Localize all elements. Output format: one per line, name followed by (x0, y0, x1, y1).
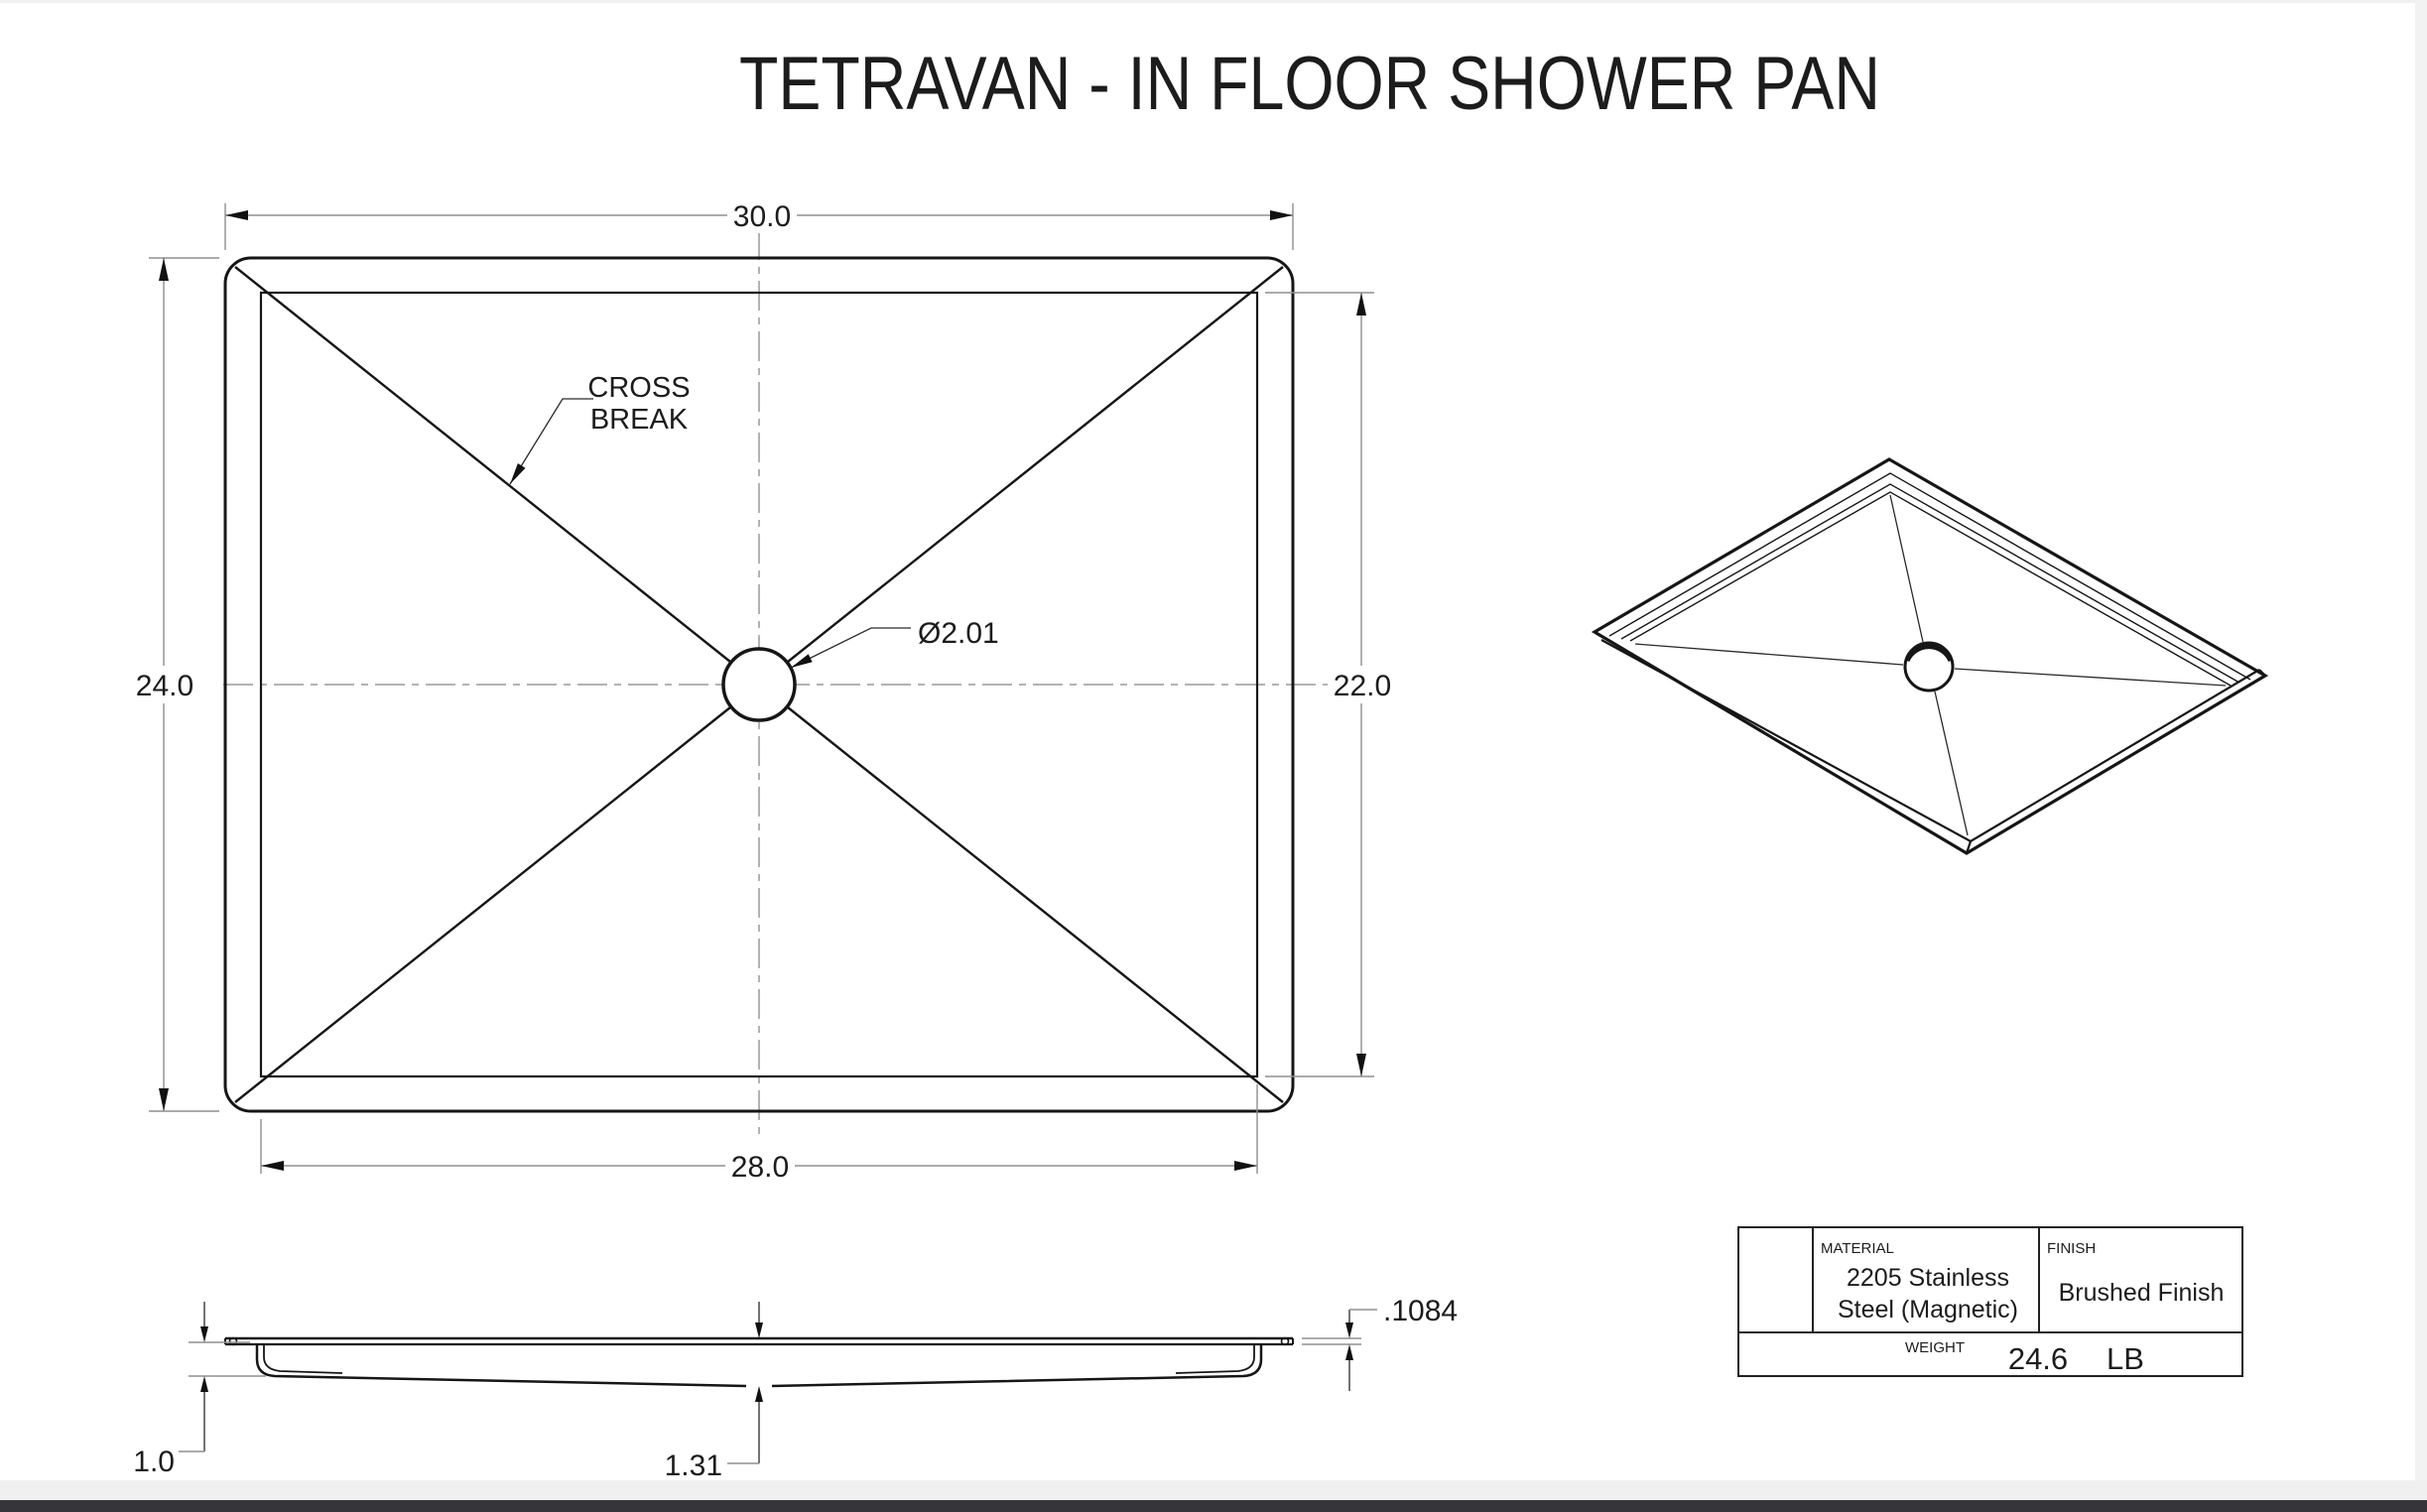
dimension-edge-depth: 1.0 (133, 1302, 266, 1478)
page-title: TETRAVAN - IN FLOOR SHOWER PAN (739, 42, 1880, 126)
window-bottom-bar (0, 1500, 2427, 1512)
iso-drain-edge-arc (1904, 644, 1954, 663)
cross-break-diagonal-bl (234, 706, 731, 1103)
dim-24-text: 24.0 (136, 670, 193, 702)
iso-rim-line-3 (1629, 491, 2232, 687)
dimension-thickness: .1084 (1302, 1295, 1458, 1391)
sheet-top-edge (0, 0, 2427, 3)
dim-thickness-text: .1084 (1383, 1295, 1458, 1327)
dim-edge-depth-text: 1.0 (133, 1446, 175, 1478)
dim-28-text: 28.0 (731, 1151, 789, 1184)
flange-left-roll (228, 1336, 238, 1346)
left-wall-inner (263, 1344, 343, 1374)
iso-fold-top (1889, 494, 1924, 643)
iso-bottom-tip-edge (1965, 840, 1973, 854)
iso-drain-circle (1903, 641, 1955, 693)
iso-fold-right (1954, 668, 2227, 687)
dim-center-depth-text: 1.31 (665, 1449, 722, 1482)
isometric-view (1591, 457, 2269, 855)
dimension-24: 24.0 (132, 257, 219, 1112)
finish-label: FINISH (2047, 1240, 2096, 1257)
material-label: MATERIAL (1821, 1240, 1894, 1257)
right-wall-outer (771, 1344, 1263, 1388)
dimension-30: 30.0 (224, 197, 1294, 250)
dimension-center-depth: 1.31 (665, 1302, 763, 1482)
top-view: 30.0 24.0 22.0 (132, 197, 1396, 1184)
iso-rim-line-1 (1608, 472, 2251, 681)
right-wall-inner (1175, 1344, 1255, 1374)
dim-30-text: 30.0 (733, 200, 791, 233)
weight-unit: LB (2107, 1341, 2144, 1376)
left-wall-outer (255, 1344, 747, 1388)
flange-right-roll (1280, 1336, 1290, 1346)
material-value-line1: 2205 Stainless (1847, 1264, 2009, 1292)
dimension-28: 28.0 (260, 1084, 1258, 1184)
iso-right-tip-edge (2258, 669, 2266, 677)
cross-break-label-line1: CROSS (587, 372, 690, 404)
sheet-right-edge (2415, 0, 2427, 1512)
cross-break-diagonal-tr (787, 266, 1284, 663)
drain-diameter-text: Ø2.01 (918, 617, 999, 650)
sheet-bottom-shading (0, 1480, 2427, 1500)
material-value-line2: Steel (Magnetic) (1838, 1296, 2018, 1323)
finish-value: Brushed Finish (2059, 1279, 2225, 1307)
cross-break-callout: CROSS BREAK (509, 372, 691, 485)
iso-fold-left (1634, 643, 1904, 666)
weight-label: WEIGHT (1905, 1339, 1965, 1356)
title-block-border (1737, 1226, 2243, 1377)
side-view: 1.0 1.31 .1084 (133, 1295, 1458, 1482)
cross-break-label-line2: BREAK (590, 404, 689, 436)
iso-rim-line-2 (1620, 483, 2240, 684)
drain-circle (721, 647, 797, 722)
weight-value: 24.6 (2008, 1341, 2068, 1376)
pan-inner-outline (259, 291, 1259, 1078)
dim-22-text: 22.0 (1334, 670, 1391, 702)
dimension-22: 22.0 (1265, 292, 1396, 1077)
title-block: MATERIAL 2205 Stainless Steel (Magnetic)… (1737, 1226, 2243, 1377)
cross-break-diagonal-br (787, 706, 1284, 1103)
iso-fold-bottom (1934, 691, 1969, 836)
cross-break-diagonal-tl (234, 266, 731, 663)
drain-diameter-callout: Ø2.01 (790, 617, 999, 669)
pan-outer-outline (223, 256, 1295, 1113)
